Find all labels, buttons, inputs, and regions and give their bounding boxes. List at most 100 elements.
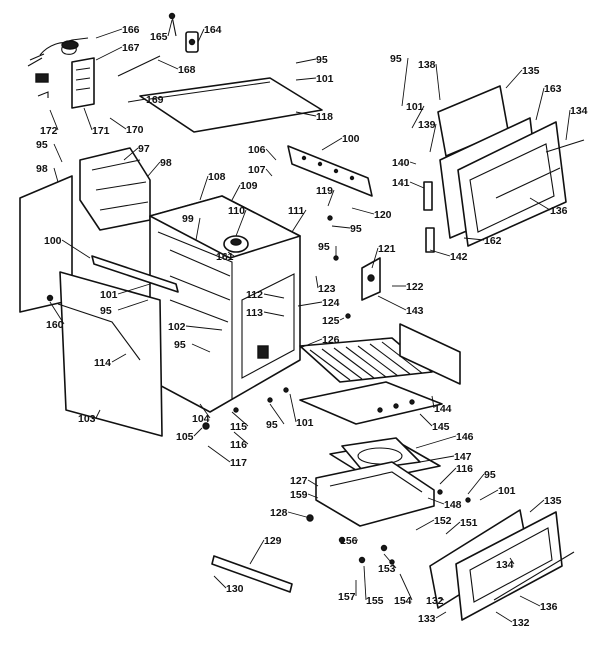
leader-line xyxy=(295,58,317,64)
leader-line xyxy=(199,403,211,419)
leader-line xyxy=(411,105,425,129)
callout-c168: 168 xyxy=(157,59,196,76)
leader-line xyxy=(233,431,249,445)
callout-c107: 107 xyxy=(248,164,273,177)
callout-c126: 126 xyxy=(299,334,340,349)
leader-line xyxy=(95,46,123,61)
part-number-label: 101 xyxy=(498,485,516,497)
part-number-label: 120 xyxy=(374,209,392,221)
part-number-label: 138 xyxy=(418,59,436,71)
drawer-outer-panel-part xyxy=(455,511,563,621)
leader-line xyxy=(109,117,127,130)
callout-c100b: 100 xyxy=(44,235,91,259)
callout-c118: 118 xyxy=(295,111,333,123)
leader-line xyxy=(193,427,203,437)
callout-c129: 129 xyxy=(249,535,282,565)
part-number-label: 153 xyxy=(378,563,396,575)
callout-c170: 170 xyxy=(109,117,144,136)
part-number-label: 97 xyxy=(138,143,150,155)
part-number-label: 142 xyxy=(450,251,468,263)
callout-c113: 113 xyxy=(246,307,285,319)
leader-line xyxy=(463,237,485,241)
clip-part xyxy=(35,73,49,98)
callout-c153: 153 xyxy=(378,553,397,575)
callout-c135a: 135 xyxy=(505,65,540,89)
broiler-pan-part xyxy=(299,381,443,425)
leader-line xyxy=(437,597,445,601)
part-number-label: 107 xyxy=(248,164,266,176)
part-number-label: 136 xyxy=(540,601,558,613)
callout-c167: 167 xyxy=(95,42,140,61)
callout-c102: 102 xyxy=(168,321,223,333)
part-number-label: 166 xyxy=(122,24,140,36)
leader-line xyxy=(263,293,285,299)
broiler-drawer-part xyxy=(315,461,435,527)
callout-c148: 148 xyxy=(427,497,462,511)
front-trim-part xyxy=(91,255,179,293)
leader-line xyxy=(427,497,445,505)
callout-c134b: 134 xyxy=(496,557,515,571)
callout-c95e: 95 xyxy=(100,299,149,317)
leader-line xyxy=(529,197,551,211)
callout-c160: 160 xyxy=(46,301,65,331)
callout-c127: 127 xyxy=(290,475,319,487)
leader-line xyxy=(399,573,413,601)
leader-line xyxy=(207,445,231,463)
part-number-label: 141 xyxy=(392,177,410,189)
leader-line xyxy=(479,489,499,501)
leader-line xyxy=(53,167,59,183)
leader-line xyxy=(265,148,277,161)
part-number-label: 136 xyxy=(550,205,568,217)
callout-c164: 164 xyxy=(197,24,222,43)
callout-c97: 97 xyxy=(123,143,150,161)
leader-line xyxy=(289,393,297,423)
part-number-label: 116 xyxy=(456,463,473,475)
top-panel-part xyxy=(139,77,323,133)
part-number-label: 100 xyxy=(44,235,62,247)
callout-c163: 163 xyxy=(535,83,562,121)
leader-line xyxy=(263,311,285,317)
leader-line xyxy=(95,409,101,419)
part-number-label: 98 xyxy=(36,163,48,175)
leader-line xyxy=(191,343,211,353)
callout-c144: 144 xyxy=(431,395,452,415)
part-number-label: 110 xyxy=(228,205,245,217)
callout-c152: 152 xyxy=(415,515,452,531)
callout-c98a: 98 xyxy=(36,163,59,183)
rear-bracket-part xyxy=(79,147,151,231)
part-number-label: 130 xyxy=(226,583,244,595)
part-number-label: 127 xyxy=(290,475,308,487)
leader-line xyxy=(419,413,433,427)
callout-c171: 171 xyxy=(83,107,110,137)
leader-line xyxy=(509,557,515,565)
part-number-label: 111 xyxy=(288,205,305,217)
part-number-label: 160 xyxy=(46,319,64,331)
callout-c115: 115 xyxy=(230,411,249,433)
callout-c95h: 95 xyxy=(390,53,409,107)
callout-c98b: 98 xyxy=(147,157,172,177)
leader-line xyxy=(83,107,93,131)
part-number-label: 167 xyxy=(122,42,140,54)
part-number-label: 151 xyxy=(460,517,478,529)
leader-line xyxy=(435,63,441,101)
leader-line xyxy=(339,317,345,321)
part-number-label: 132 xyxy=(426,595,444,607)
leader-line xyxy=(197,28,205,43)
upper-door-handle-part xyxy=(495,139,585,199)
part-number-label: 95 xyxy=(100,305,112,317)
part-number-label: 170 xyxy=(126,124,144,136)
leader-line xyxy=(519,595,541,607)
callout-c120: 120 xyxy=(351,207,392,221)
part-number-label: 116 xyxy=(230,439,247,451)
part-number-label: 172 xyxy=(40,125,58,137)
leader-line xyxy=(111,353,127,363)
leader-line xyxy=(49,109,59,131)
part-number-label: 135 xyxy=(544,495,562,507)
leader-line xyxy=(371,247,379,269)
callout-c123: 123 xyxy=(315,275,336,295)
part-number-label: 165 xyxy=(150,31,168,43)
part-number-label: 95 xyxy=(390,53,402,65)
part-number-label: 101 xyxy=(100,289,118,301)
leader-line xyxy=(315,275,319,289)
